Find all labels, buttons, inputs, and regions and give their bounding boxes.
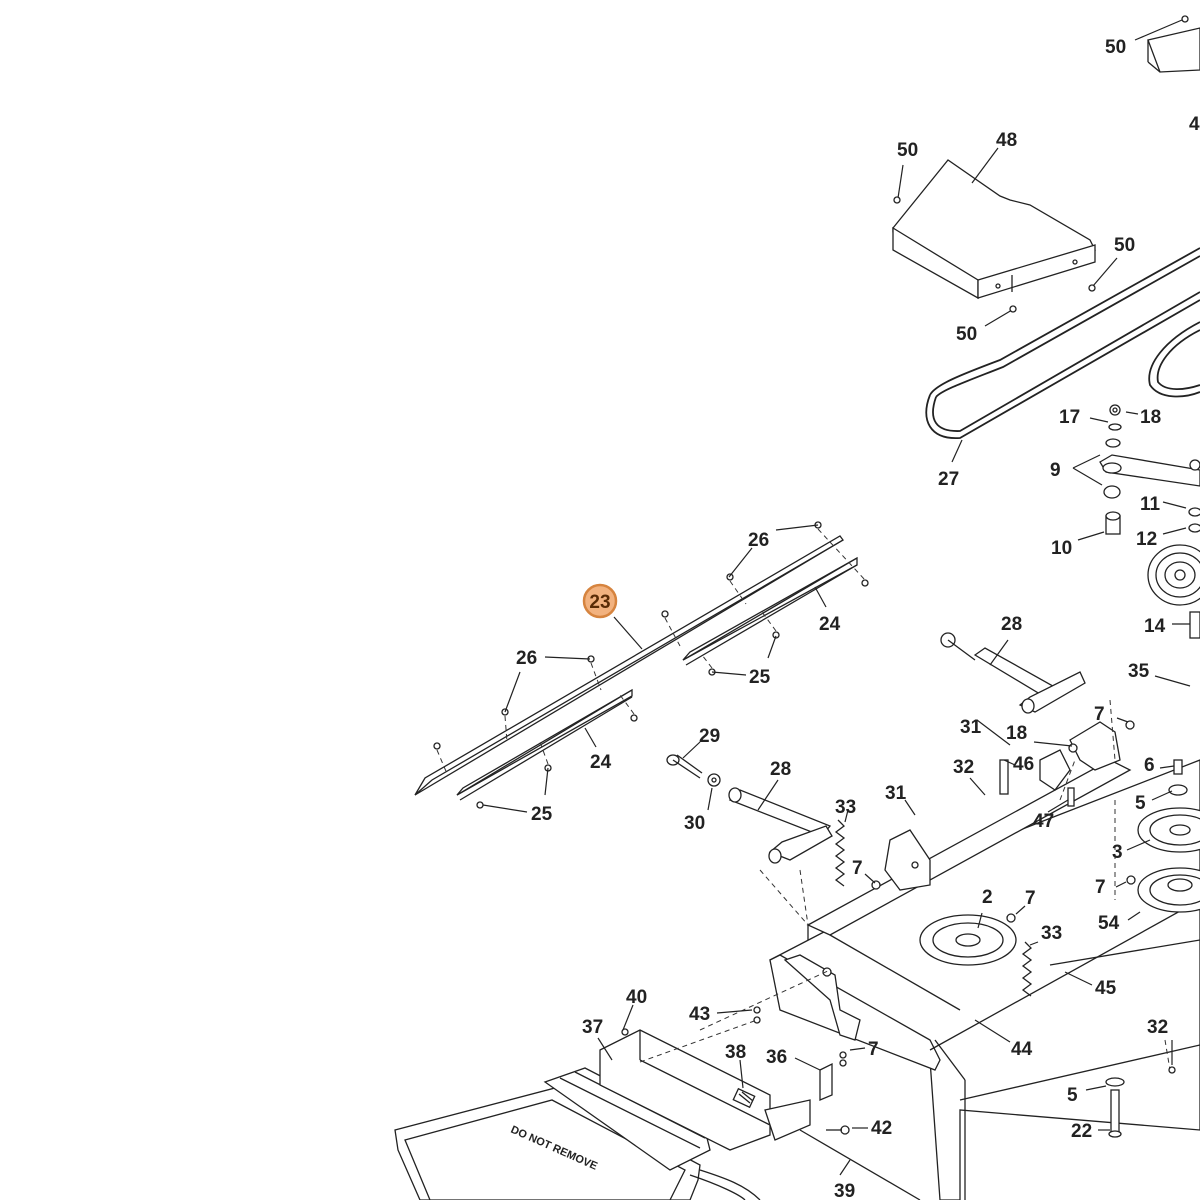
callout-7: 7 (852, 858, 863, 879)
callout-32: 32 (1147, 1017, 1168, 1038)
callout-11: 11 (1140, 494, 1161, 515)
callout-29: 29 (699, 726, 720, 747)
callout-10: 10 (1051, 538, 1072, 559)
callout-7: 7 (1094, 704, 1105, 725)
callout-17: 17 (1059, 407, 1080, 428)
idler-assembly (1072, 404, 1200, 639)
callout-3: 3 (1112, 842, 1123, 863)
callout-35: 35 (1128, 661, 1150, 682)
callout-14: 14 (1144, 616, 1166, 637)
baffle-strips (414, 521, 869, 813)
callout-50: 50 (1105, 37, 1126, 58)
callout-43: 43 (689, 1004, 710, 1025)
callout-18: 18 (1006, 723, 1027, 744)
callout-32: 32 (953, 757, 974, 778)
callout-48: 48 (996, 130, 1017, 151)
callout-40: 40 (626, 987, 647, 1008)
callout-25: 25 (531, 804, 553, 825)
mower-deck (759, 675, 1200, 1200)
callout-25: 25 (749, 667, 771, 688)
belt-cover-48 (892, 147, 1118, 327)
callout-4: 4 (1189, 114, 1200, 135)
callout-6: 6 (1144, 755, 1155, 776)
callout-37: 37 (582, 1017, 603, 1038)
callout-26: 26 (516, 648, 537, 669)
callout-39: 39 (834, 1181, 855, 1200)
callout-24: 24 (819, 614, 841, 635)
callout-33: 33 (835, 797, 856, 818)
callout-50: 50 (1114, 235, 1135, 256)
callout-44: 44 (1011, 1039, 1033, 1060)
highlighted-callout-23[interactable]: 23 (582, 583, 618, 619)
callout-26: 26 (748, 530, 769, 551)
pivot-shafts (666, 632, 1086, 864)
callout-28: 28 (1001, 614, 1022, 635)
callout-18: 18 (1140, 407, 1161, 428)
top-bracket (1134, 15, 1200, 73)
callout-31: 31 (960, 717, 982, 738)
callout-labels: 50 4 48 50 50 50 27 17 18 9 11 10 12 14 … (516, 37, 1200, 1200)
callout-50: 50 (956, 324, 977, 345)
callout-45: 45 (1095, 978, 1117, 999)
callout-47: 47 (1033, 811, 1054, 832)
callout-54: 54 (1098, 913, 1120, 934)
callout-2: 2 (982, 887, 993, 908)
callout-7: 7 (868, 1039, 879, 1060)
callout-50: 50 (897, 140, 918, 161)
callout-5: 5 (1135, 793, 1146, 814)
callout-9: 9 (1050, 460, 1061, 481)
callout-12: 12 (1136, 529, 1157, 550)
discharge-chute: DO NOT REMOVE (394, 969, 921, 1200)
callout-42: 42 (871, 1118, 892, 1139)
highlight-marker (582, 583, 618, 619)
callout-23: 23 (589, 592, 610, 613)
callout-36: 36 (766, 1047, 787, 1068)
callout-24: 24 (590, 752, 612, 773)
callout-46: 46 (1013, 754, 1034, 775)
callout-27: 27 (938, 469, 959, 490)
callout-7: 7 (1025, 888, 1036, 909)
callout-30: 30 (684, 813, 705, 834)
callout-33: 33 (1041, 923, 1062, 944)
drive-belt-27 (925, 247, 1200, 463)
callout-5: 5 (1067, 1085, 1078, 1106)
callout-22: 22 (1071, 1121, 1092, 1142)
callout-38: 38 (725, 1042, 746, 1063)
callout-7: 7 (1095, 877, 1106, 898)
callout-31: 31 (885, 783, 907, 804)
callout-28: 28 (770, 759, 791, 780)
